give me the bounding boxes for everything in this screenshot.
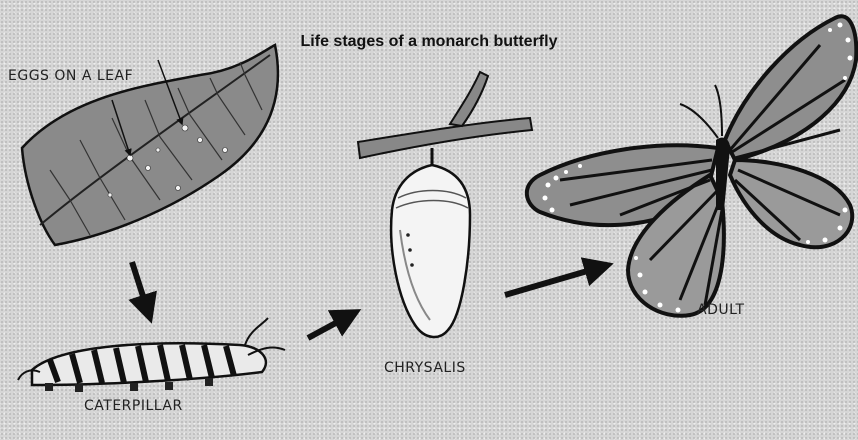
arrow-chrysalis-to-adult — [505, 265, 608, 295]
butterfly — [527, 16, 856, 316]
chrysalis — [391, 148, 470, 337]
label-chrysalis: CHRYSALIS — [384, 360, 466, 376]
butterfly-antennae — [680, 85, 722, 138]
butterfly-body — [716, 138, 730, 210]
diagram-title: Life stages of a monarch butterfly — [0, 33, 858, 51]
stage-arrows — [132, 262, 608, 338]
label-adult: ADULT — [697, 302, 745, 318]
label-caterpillar: CATERPILLAR — [84, 398, 183, 414]
label-eggs: EGGS ON A LEAF — [8, 68, 133, 84]
arrow-leaf-to-caterpillar — [132, 262, 150, 318]
caterpillar — [18, 318, 285, 392]
branch — [358, 72, 532, 158]
arrow-caterpillar-to-chrysalis — [308, 312, 356, 338]
